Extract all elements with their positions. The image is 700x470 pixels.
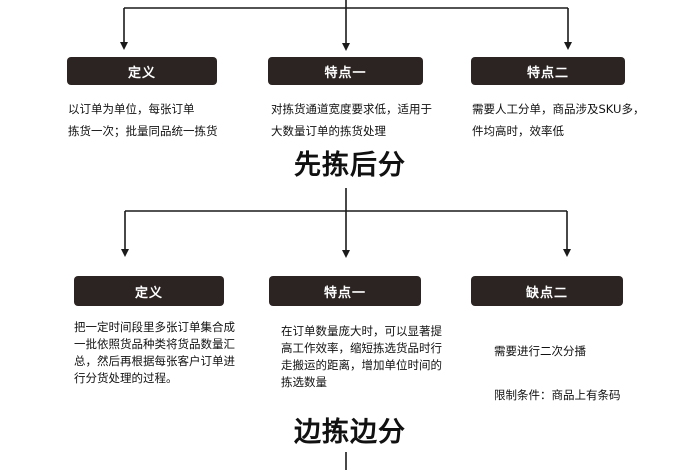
mid-feature-one-header: 特点一 <box>269 276 421 306</box>
mid-drawback-two-header: 缺点二 <box>471 276 623 306</box>
mid-drawback-two-text: 需要进行二次分播 限制条件：商品上有条码 <box>494 326 684 421</box>
mid-feature-one-text: 在订单数量庞大时，可以显著提 高工作效率，缩短拣选货品时行 走搬运的距离，增加单… <box>281 324 442 389</box>
top-definition-header: 定义 <box>67 57 217 85</box>
mid-drawback-line-2: 限制条件：商品上有条码 <box>494 388 621 402</box>
method-title-pick-while-sort: 边拣边分 <box>294 417 406 448</box>
mid-definition-header: 定义 <box>74 276 224 306</box>
top-definition-text: 以订单为单位，每张订单 拣货一次；批量同品统一拣货 <box>68 102 218 138</box>
top-feature-one-header: 特点一 <box>268 57 423 85</box>
mid-drawback-line-1: 需要进行二次分播 <box>494 344 586 358</box>
mid-definition-text: 把一定时间段里多张订单集合成 一批依照货品种类将货品数量汇 总，然后再根据每张客… <box>74 320 235 385</box>
method-title-pick-then-sort: 先拣后分 <box>294 150 406 181</box>
top-feature-one-text: 对拣货通道宽度要求低，适用于 大数量订单的拣货处理 <box>271 102 432 138</box>
top-feature-two-header: 特点二 <box>471 57 625 85</box>
top-feature-two-text: 需要人工分单，商品涉及SKU多， 件均高时，效率低 <box>472 102 645 138</box>
